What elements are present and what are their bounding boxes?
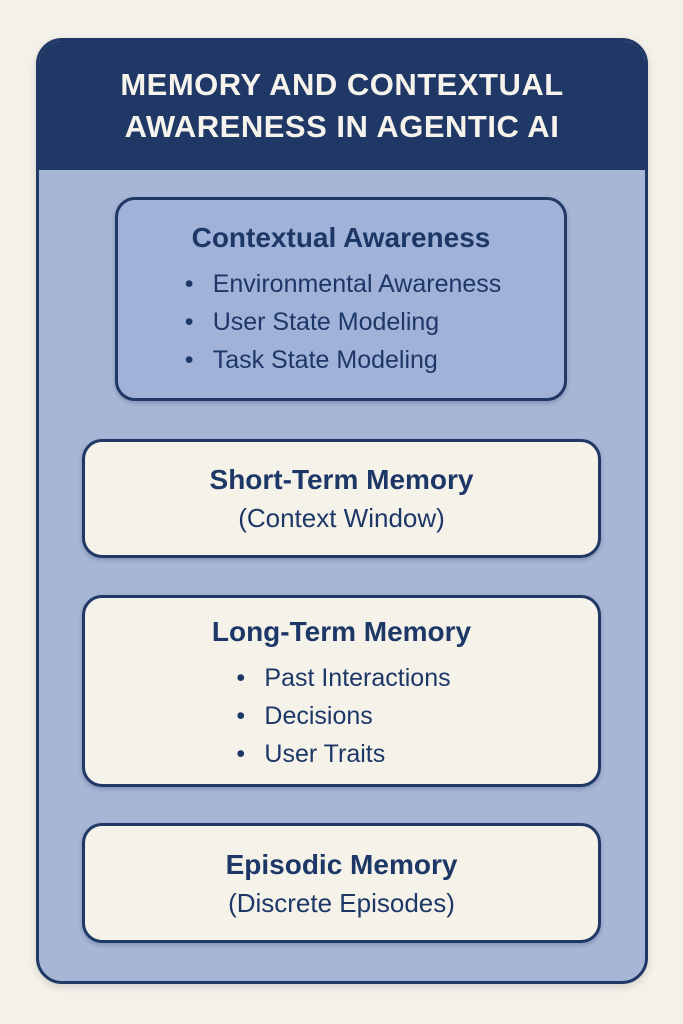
bullet-item-decisions: Decisions: [232, 697, 450, 735]
box-episodic-memory: Episodic Memory (Discrete Episodes): [82, 823, 601, 943]
box-short-term-memory: Short-Term Memory (Context Window): [82, 439, 601, 558]
box-title-long-term-memory: Long-Term Memory: [211, 616, 472, 647]
long-term-memory-bullet-list: Past Interactions Decisions User Traits: [232, 659, 450, 773]
box-title-short-term-memory: Short-Term Memory: [209, 464, 474, 496]
main-panel: MEMORY AND CONTEXTUAL AWARENESS IN AGENT…: [36, 38, 648, 984]
box-long-term-memory: Long-Term Memory Past Interactions Decis…: [82, 595, 601, 787]
header: MEMORY AND CONTEXTUAL AWARENESS IN AGENT…: [39, 41, 645, 170]
bullet-item-environmental-awareness: Environmental Awareness: [181, 265, 502, 303]
bullet-item-task-state-modeling: Task State Modeling: [181, 341, 502, 379]
box-title-episodic-memory: Episodic Memory: [225, 848, 458, 880]
bullet-item-past-interactions: Past Interactions: [232, 659, 450, 697]
box-subtitle-discrete-episodes: (Discrete Episodes): [228, 887, 455, 918]
contextual-awareness-bullet-list: Environmental Awareness User State Model…: [181, 265, 502, 379]
bullet-item-user-state-modeling: User State Modeling: [181, 303, 502, 341]
box-subtitle-context-window: (Context Window): [238, 503, 445, 534]
bullet-item-user-traits: User Traits: [232, 735, 450, 773]
box-contextual-awareness: Contextual Awareness Environmental Aware…: [115, 197, 567, 401]
page-title: MEMORY AND CONTEXTUAL AWARENESS IN AGENT…: [120, 66, 564, 144]
box-title-contextual-awareness: Contextual Awareness: [191, 222, 491, 253]
